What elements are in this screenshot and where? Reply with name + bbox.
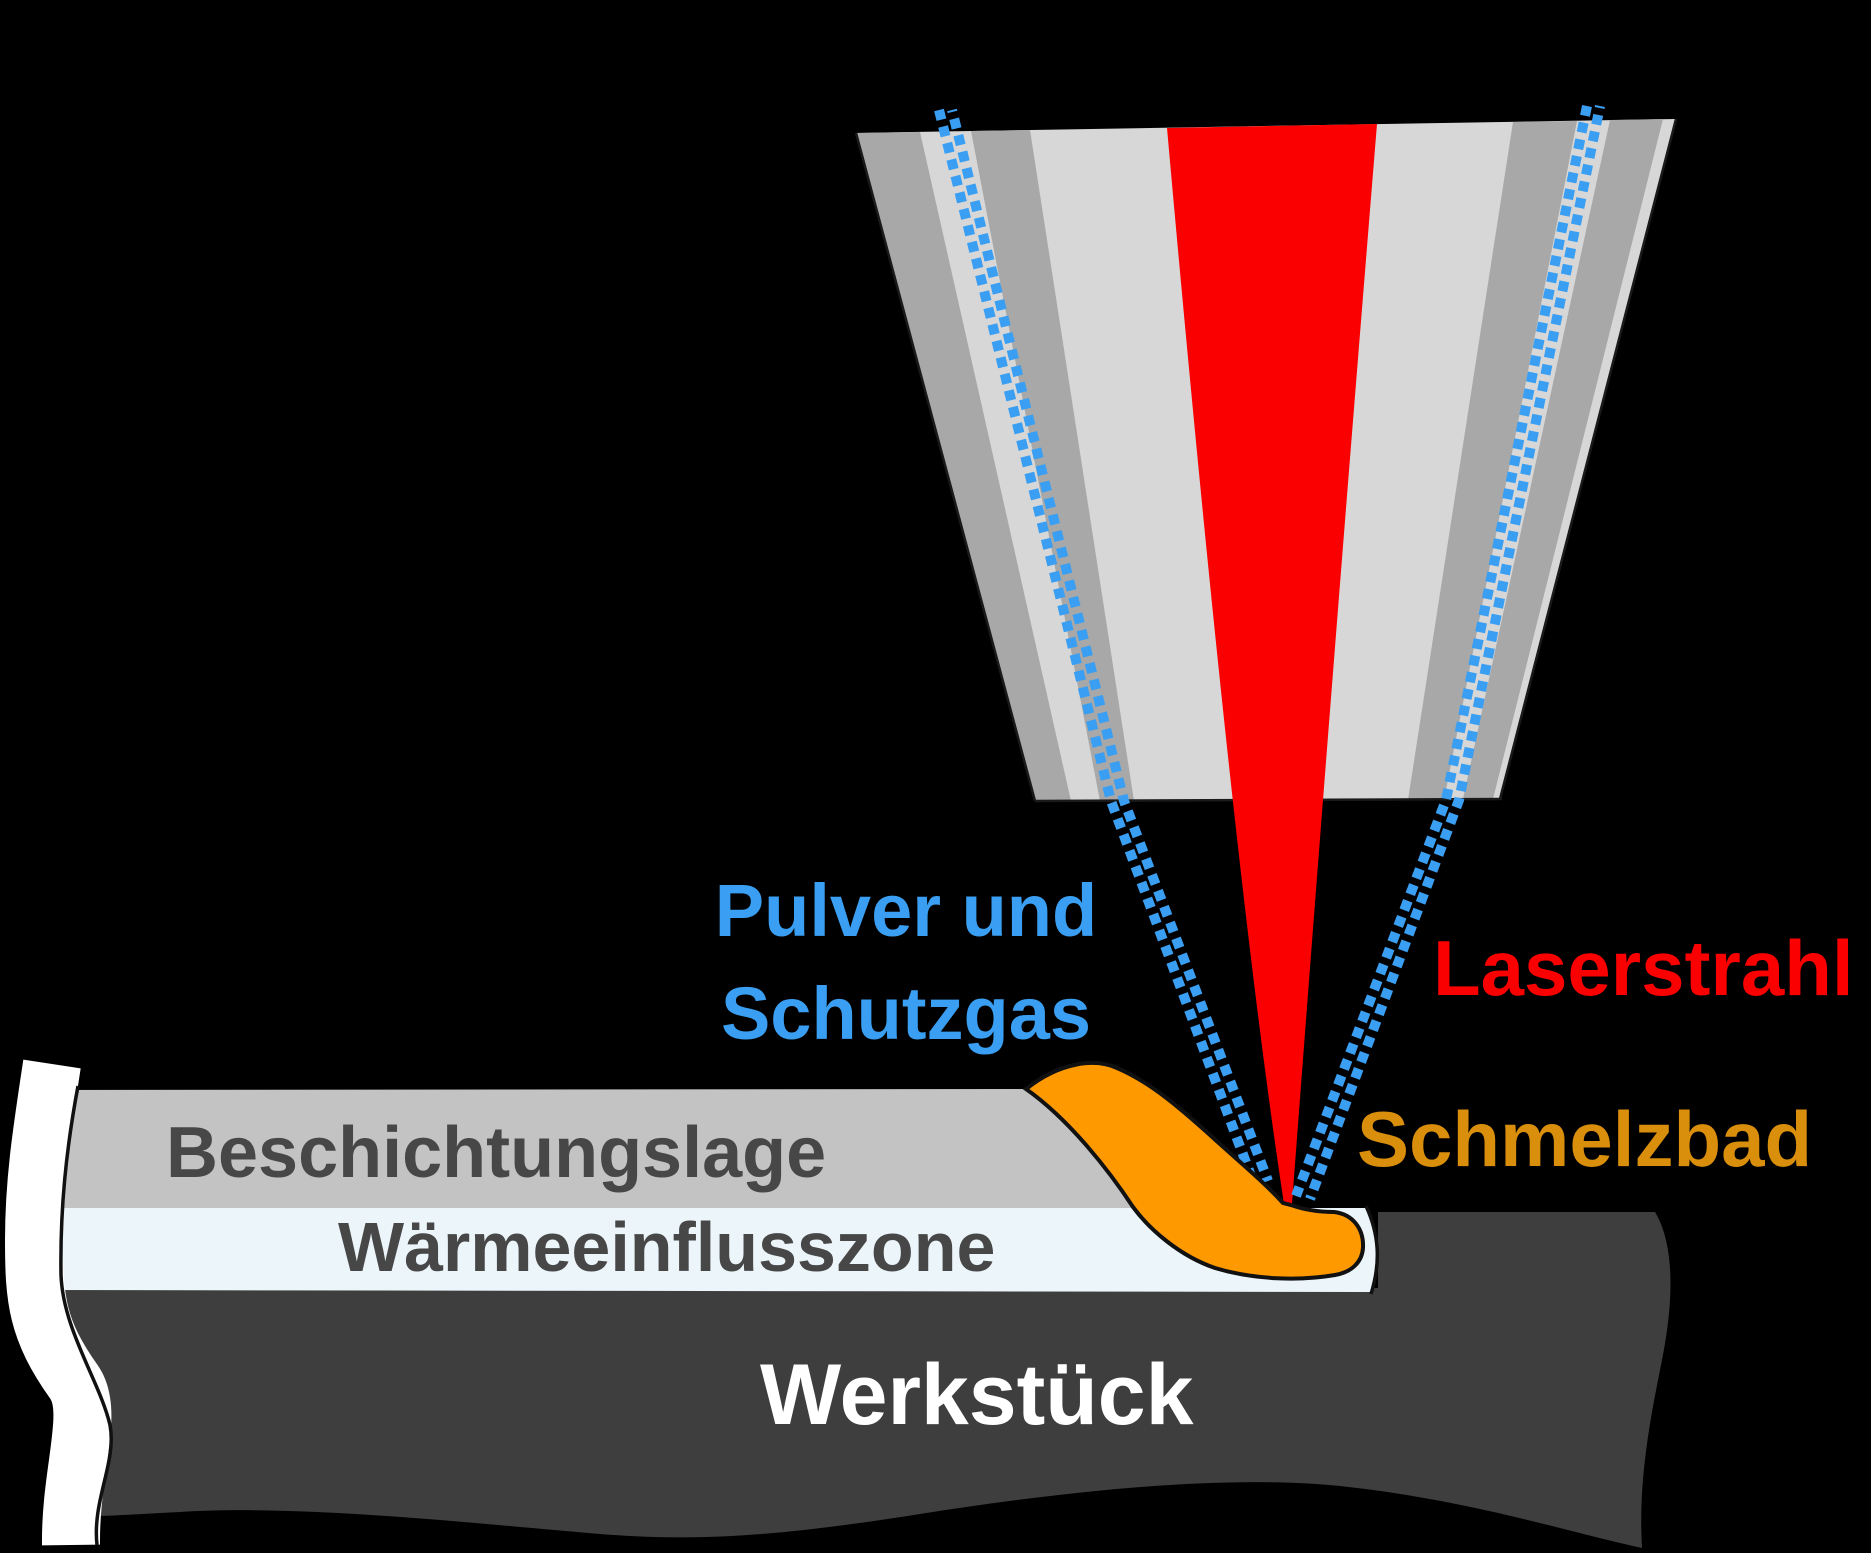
laser-beam-label: Laserstrahl xyxy=(1433,924,1854,1012)
nozzle-right-edge-outline xyxy=(1498,118,1678,800)
nozzle-band-left-inner xyxy=(971,130,1134,801)
powder-stream-right-line-b xyxy=(1305,105,1605,1201)
break-line-band xyxy=(4,1059,112,1546)
nozzle-band-right-outer xyxy=(1463,119,1663,799)
heat-affected-zone-label: Wärmeeinflusszone xyxy=(338,1208,995,1286)
nozzle-band-right-inner xyxy=(1408,121,1577,800)
laser-beam xyxy=(1167,124,1377,1204)
powder-stream-right-line-a xyxy=(1291,105,1592,1198)
haz-right-curve-outline xyxy=(1364,1205,1380,1295)
powder-streams xyxy=(934,105,1605,1201)
nozzle-left-edge-outline xyxy=(854,132,1037,802)
labels: Pulver und Schutzgas Laserstrahl Schmelz… xyxy=(166,869,1854,1443)
powder-gas-label-line2: Schutzgas xyxy=(721,972,1091,1055)
heat-affected-zone-layer xyxy=(45,1208,1378,1292)
workpiece-body xyxy=(64,1212,1671,1548)
powder-gas-label-line1: Pulver und xyxy=(715,869,1097,952)
coating-layer xyxy=(45,1089,1133,1208)
nozzle-band-left-outer xyxy=(856,132,1071,801)
melt-pool xyxy=(1022,1061,1366,1281)
powder-stream-left-line-b xyxy=(947,108,1273,1183)
material-left-edge-outline xyxy=(59,1085,113,1546)
workpiece-label: Werkstück xyxy=(760,1347,1194,1443)
coating-layer-label: Beschichtungslage xyxy=(166,1113,826,1193)
melt-pool-label: Schmelzbad xyxy=(1357,1095,1812,1183)
